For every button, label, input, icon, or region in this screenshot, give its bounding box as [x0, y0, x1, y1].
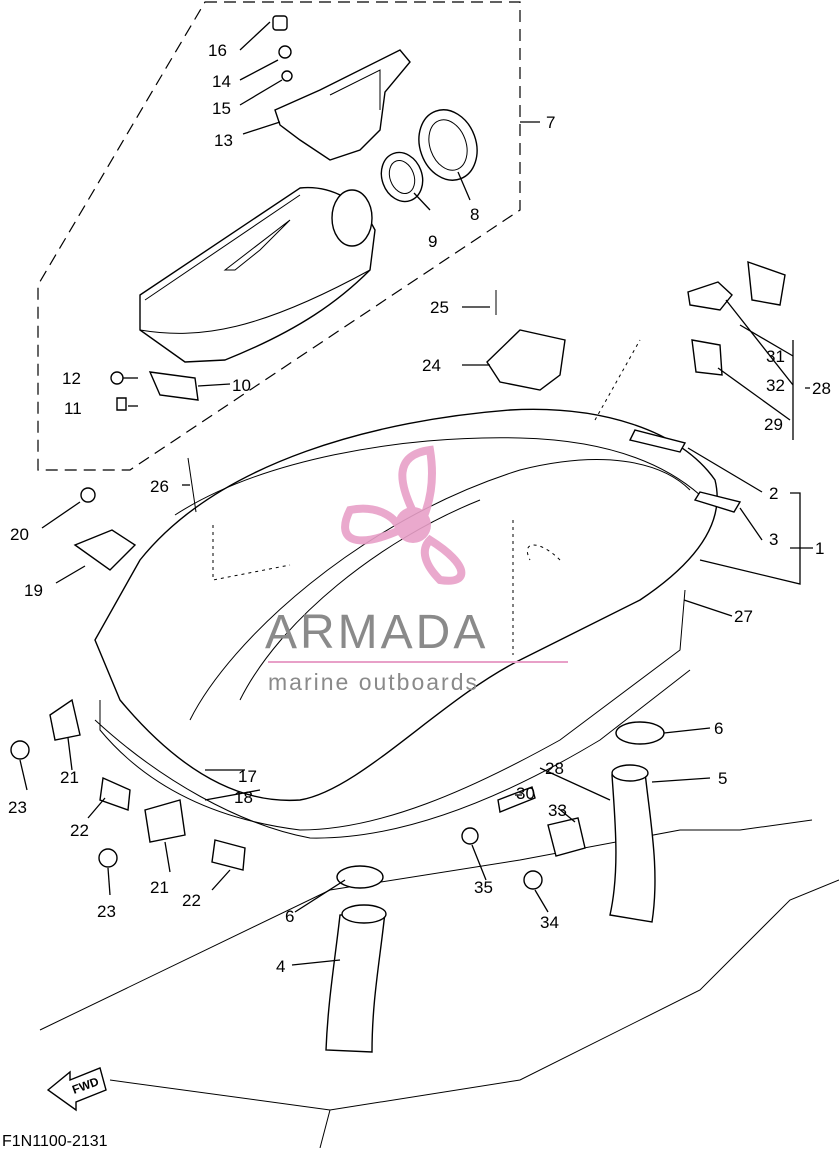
- callout-12: 12: [62, 369, 81, 388]
- callout-19: 19: [24, 581, 43, 600]
- callout-labels: 16 14 15 13 7 8 9 25 24 12 11 10 18 31 3…: [8, 41, 831, 976]
- callout-14: 14: [212, 72, 231, 91]
- callout-6-left: 6: [285, 907, 294, 926]
- forward-direction-indicator: FWD: [46, 1067, 107, 1112]
- callout-2: 2: [769, 484, 778, 503]
- assembly-boundary: [37, 1, 521, 471]
- callout-29: 29: [764, 415, 783, 434]
- armada-watermark: ARMADA marine outboards: [265, 445, 568, 695]
- callout-1: 1: [815, 539, 824, 558]
- callout-10: 10: [232, 376, 251, 395]
- callout-35: 35: [474, 878, 493, 897]
- upper-cover-drawing: [110, 15, 478, 411]
- callout-9: 9: [428, 232, 437, 251]
- callout-31: 31: [766, 347, 785, 366]
- callout-33: 33: [548, 801, 567, 820]
- callout-13: 13: [214, 131, 233, 150]
- callout-28-mid: 28: [545, 759, 564, 778]
- callout-20: 20: [10, 525, 29, 544]
- callout-23-left: 23: [8, 798, 27, 817]
- callout-8: 8: [470, 205, 479, 224]
- callout-26: 26: [150, 477, 169, 496]
- callout-15: 15: [212, 99, 231, 118]
- callout-28-right: 28: [812, 379, 831, 398]
- callout-16: 16: [208, 41, 227, 60]
- callout-22-left: 22: [70, 821, 89, 840]
- callout-24: 24: [422, 356, 441, 375]
- callout-5: 5: [718, 769, 727, 788]
- callout-3: 3: [769, 530, 778, 549]
- propeller-logo-icon: [341, 445, 466, 585]
- watermark-brand: ARMADA: [265, 606, 488, 659]
- callout-23-mid: 23: [97, 902, 116, 921]
- watermark-tagline: marine outboards: [268, 669, 479, 695]
- callout-21-mid: 21: [150, 878, 169, 897]
- callout-21-left: 21: [60, 768, 79, 787]
- callout-30: 30: [516, 784, 535, 803]
- callout-27-label: 27: [734, 607, 753, 626]
- callout-11: 11: [64, 399, 82, 418]
- callout-22-mid: 22: [182, 891, 201, 910]
- callout-34: 34: [540, 913, 559, 932]
- main-cover-drawing: [10, 260, 839, 1149]
- callout-17: 17: [238, 767, 257, 786]
- callout-7: 7: [546, 113, 555, 132]
- callout-4: 4: [276, 957, 285, 976]
- callout-25: 25: [430, 298, 449, 317]
- diagram-code: F1N1100-2131: [2, 1133, 108, 1148]
- leader-lines: [19, 21, 813, 966]
- callout-18: 18: [234, 788, 253, 807]
- callout-32: 32: [766, 376, 785, 395]
- callout-6-right: 6: [714, 719, 723, 738]
